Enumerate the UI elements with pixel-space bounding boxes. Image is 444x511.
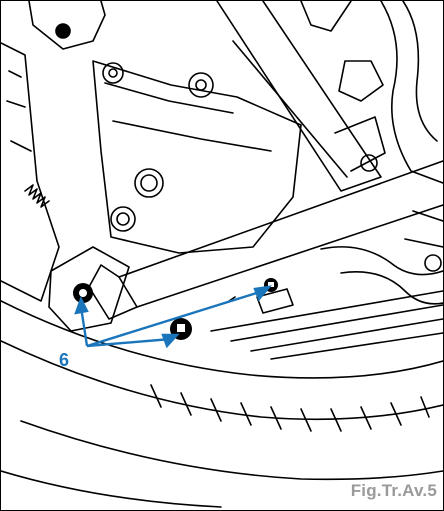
- left-side-panel: [1, 42, 60, 302]
- left-spring: [24, 184, 50, 208]
- cross-beam-bottom: [136, 204, 443, 308]
- bumper-lower-edge: [1, 340, 443, 421]
- callout-leaders: [74, 285, 272, 349]
- bumper-upper-edge: [1, 300, 443, 379]
- cross-beam-top: [118, 160, 443, 278]
- callout-number-6: 6: [59, 350, 70, 370]
- upper-tube: [216, 1, 382, 192]
- upper-mount-bracket: [28, 1, 106, 50]
- fastener-nuts: [73, 278, 278, 340]
- wiring-harness: [320, 246, 443, 276]
- figure-label: Fig.Tr.Av.5: [350, 481, 437, 500]
- grille-slats: [150, 384, 430, 432]
- left-mount-plate: [48, 246, 130, 332]
- upper-bolt: [55, 23, 71, 39]
